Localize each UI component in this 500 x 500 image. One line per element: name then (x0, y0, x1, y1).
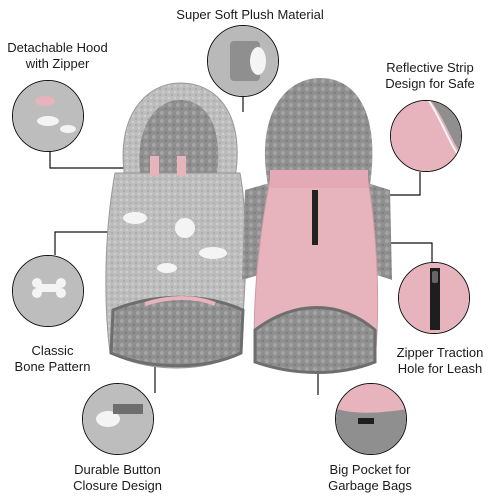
zipper-label-line1: Zipper Traction (396, 345, 484, 360)
button-detail-circle (82, 383, 154, 455)
zipper-label: Zipper Traction Hole for Leash (385, 345, 495, 377)
bone-label: Classic Bone Pattern (10, 343, 95, 375)
pocket-label: Big Pocket for Garbage Bags (315, 462, 425, 494)
gray-coat-image (105, 82, 247, 369)
hood-label-line2: with Zipper (25, 56, 90, 71)
hood-detail-circle (12, 80, 84, 152)
pocket-label-line1: Big Pocket for (329, 462, 411, 477)
hood-label-line1: Detachable Hood (7, 40, 108, 55)
button-label: Durable Button Closure Design (55, 462, 180, 494)
super-soft-detail-circle (207, 25, 279, 97)
hood-label: Detachable Hood with Zipper (0, 40, 115, 72)
pocket-label-line2: Garbage Bags (328, 478, 412, 493)
reflective-label: Reflective Strip Design for Safe (375, 60, 485, 92)
button-label-line1: Durable Button (74, 462, 161, 477)
bone-label-line1: Classic (31, 343, 74, 358)
pocket-detail-circle (335, 383, 407, 455)
zipper-label-line2: Hole for Leash (397, 361, 483, 376)
reflective-label-line2: Design for Safe (385, 76, 475, 91)
zipper-detail-circle (398, 262, 470, 334)
reflective-detail-circle (390, 100, 462, 172)
button-label-line2: Closure Design (73, 478, 162, 493)
bone-detail-circle (12, 255, 84, 327)
pink-coat-image (242, 78, 392, 374)
reflective-label-line1: Reflective Strip (386, 60, 474, 75)
super-soft-label: Super Soft Plush Material (176, 7, 324, 22)
bone-label-line2: Bone Pattern (14, 359, 91, 374)
